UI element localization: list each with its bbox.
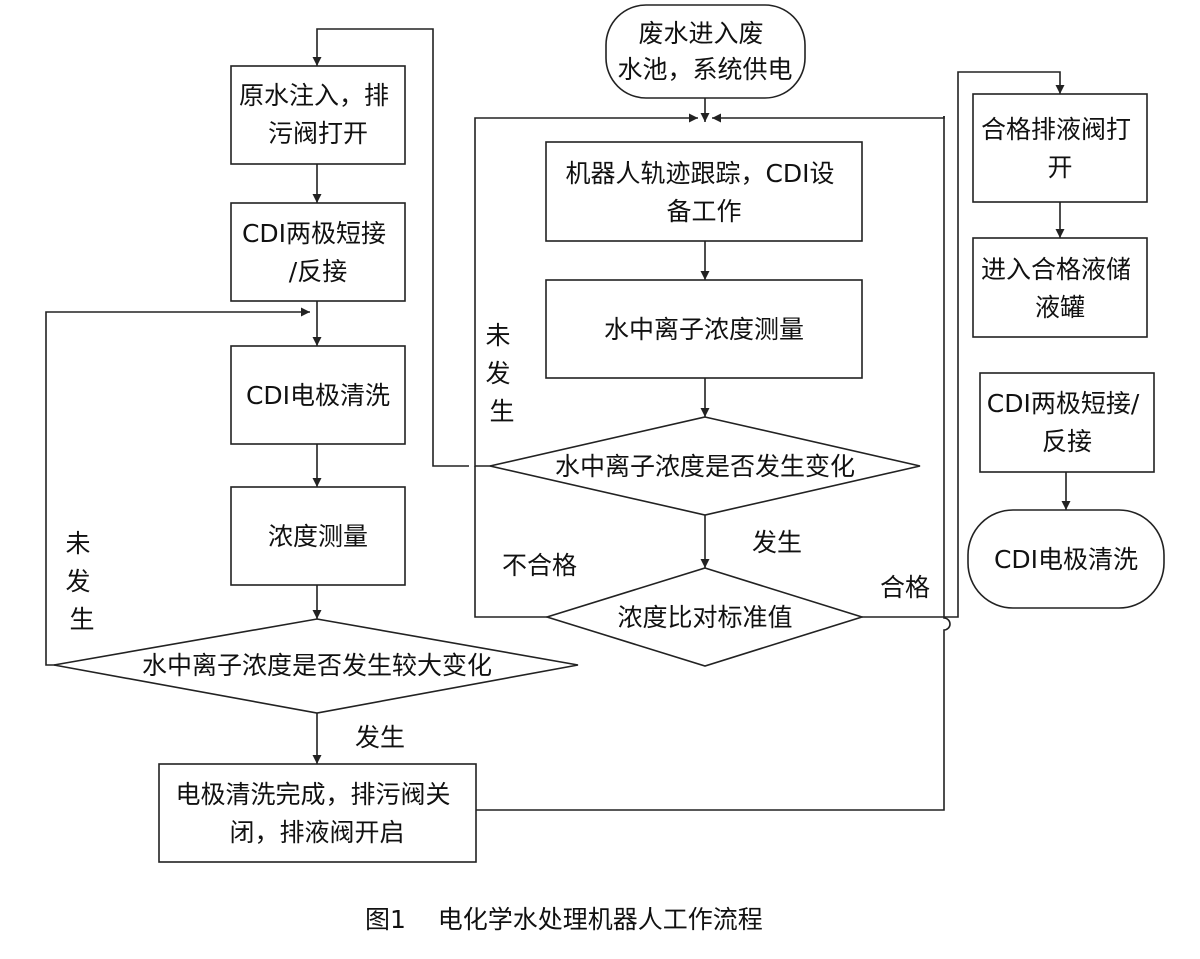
connector-change-loop-back <box>474 113 698 467</box>
start-line-1: 废水进入废 <box>639 19 764 48</box>
valve-open-text: 合格排液阀打 开 <box>981 115 1139 182</box>
label-not-occurred-left: 未 发 生 <box>66 529 99 634</box>
change-decision-line-1: 水中离子浓度是否发生变化 <box>555 452 855 481</box>
label-not-occurred-left-1: 未 <box>66 529 91 558</box>
measure-main-box <box>545 279 863 379</box>
cdi-short-right-box <box>979 372 1155 473</box>
clean-done-text: 电极清洗完成，排污阀关 闭，排液阀开启 <box>176 780 459 847</box>
raw-in-line-2: 污阀打开 <box>268 119 368 148</box>
clean-right-line-1: CDI电极清洗 <box>994 545 1138 574</box>
change-decision-text: 水中离子浓度是否发生变化 <box>555 452 855 481</box>
track-line-1: 机器人轨迹跟踪，CDI设 <box>565 159 834 188</box>
connector-qualified-return <box>712 113 945 123</box>
cdi-short-left-line-1: CDI两极短接 <box>242 219 386 248</box>
label-occurred-mid: 发生 <box>752 528 802 557</box>
cdi-short-right-line-2: 反接 <box>1042 427 1092 456</box>
cdi-short-left-line-2: /反接 <box>289 257 347 286</box>
valve-open-box <box>972 93 1148 203</box>
change-decision-diamond <box>489 416 921 516</box>
label-not-occurred-mid-3: 生 <box>489 397 514 426</box>
connector-qualified-to-valve <box>862 71 1065 618</box>
cdi-short-right-line-1: CDI两极短接/ <box>987 389 1140 418</box>
measure-left-box <box>230 486 406 586</box>
big-change-decision-diamond <box>53 618 579 714</box>
measure-main-line-1: 水中离子浓度测量 <box>604 315 804 344</box>
figure-caption: 图1 电化学水处理机器人工作流程 <box>365 905 763 934</box>
clean-done-line-1: 电极清洗完成，排污阀关 <box>176 780 451 809</box>
standard-decision-diamond <box>544 567 865 667</box>
track-box <box>545 141 863 242</box>
label-not-occurred-left-3: 生 <box>69 605 94 634</box>
raw-in-text: 原水注入，排 污阀打开 <box>239 81 397 148</box>
connector-unqualified-loop-back <box>474 466 547 618</box>
label-qualified: 合格 <box>880 573 930 602</box>
measure-left-line-1: 浓度测量 <box>268 522 368 551</box>
raw-in-line-1: 原水注入，排 <box>239 81 389 110</box>
start-terminal <box>605 4 806 99</box>
standard-decision-line-1: 浓度比对标准值 <box>617 603 792 632</box>
clean-left-box <box>230 345 406 445</box>
clean-left-line-1: CDI电极清洗 <box>246 381 390 410</box>
connector-clean-done-to-loop <box>476 116 951 811</box>
storage-box <box>972 237 1148 338</box>
cdi-short-left-text: CDI两极短接 /反接 <box>242 219 394 286</box>
cdi-short-left-box <box>230 202 406 302</box>
cdi-short-right-text: CDI两极短接/ 反接 <box>987 389 1147 456</box>
clean-left-text: CDI电极清洗 <box>246 381 390 410</box>
label-not-occurred-mid-1: 未 <box>486 321 511 350</box>
label-occurred-left: 发生 <box>355 723 405 752</box>
measure-main-text: 水中离子浓度测量 <box>604 315 804 344</box>
big-change-decision-line-1: 水中离子浓度是否发生较大变化 <box>142 651 492 680</box>
standard-decision-text: 浓度比对标准值 <box>617 603 792 632</box>
raw-in-box <box>230 65 406 165</box>
storage-text: 进入合格液储 液罐 <box>981 255 1139 322</box>
track-line-2: 备工作 <box>666 197 741 226</box>
label-not-occurred-left-2: 发 <box>66 567 91 596</box>
clean-right-terminal <box>967 509 1165 609</box>
label-not-occurred-mid: 未 发 生 <box>486 321 519 426</box>
clean-done-box <box>158 763 477 863</box>
storage-line-2: 液罐 <box>1035 293 1085 322</box>
valve-open-line-1: 合格排液阀打 <box>981 115 1131 144</box>
label-not-occurred-mid-2: 发 <box>486 359 511 388</box>
clean-done-line-2: 闭，排液阀开启 <box>229 818 404 847</box>
track-box-text: 机器人轨迹跟踪，CDI设 备工作 <box>565 159 842 226</box>
clean-right-text: CDI电极清洗 <box>994 545 1138 574</box>
measure-left-text: 浓度测量 <box>268 522 368 551</box>
connector-change-to-raw-in <box>312 28 469 467</box>
storage-line-1: 进入合格液储 <box>981 255 1131 284</box>
label-unqualified: 不合格 <box>502 551 577 580</box>
start-terminal-text: 废水进入废 水池，系统供电 <box>617 19 792 84</box>
valve-open-line-2: 开 <box>1047 153 1072 182</box>
start-line-2: 水池，系统供电 <box>617 55 792 84</box>
big-change-decision-text: 水中离子浓度是否发生较大变化 <box>142 651 492 680</box>
